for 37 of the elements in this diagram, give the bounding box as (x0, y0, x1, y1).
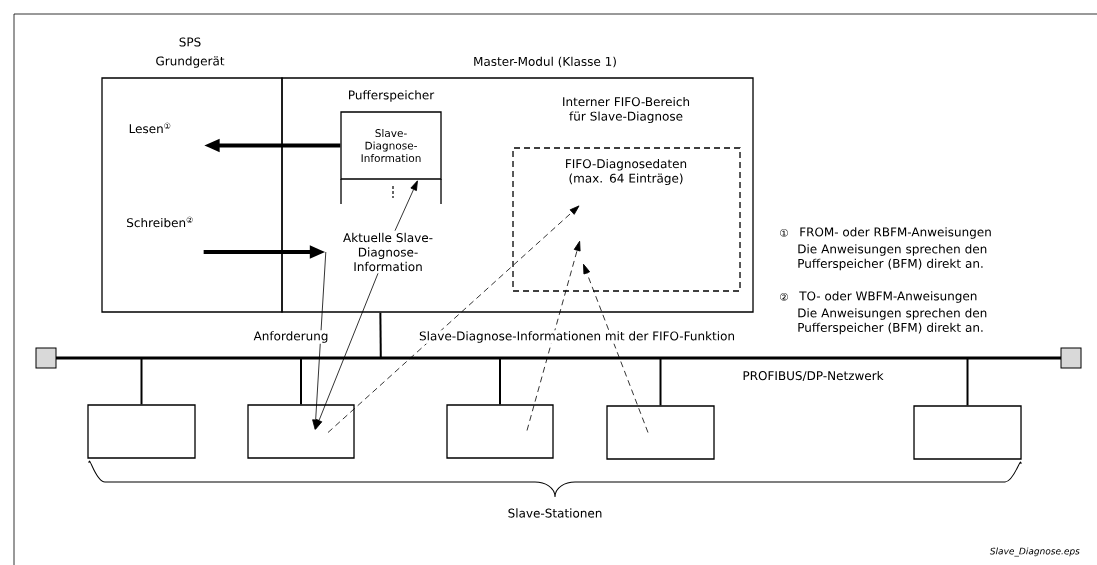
heading: Interner FIFO-Bereich für Slave-Diagnose (563, 96, 690, 124)
group-label: Slave-Stationen (508, 508, 602, 518)
connector-line (499, 357, 501, 406)
note-text: Die Anweisungen sprechen den Pufferspeicher (BFM) direkt an. (798, 244, 987, 271)
arrow (394, 180, 418, 232)
connector-line (659, 357, 662, 407)
connector-line (379, 311, 382, 359)
slave-box (247, 404, 355, 459)
note-heading: TO- oder WBFM-Anweisungen (799, 291, 977, 303)
slave-box (87, 404, 196, 459)
arrow (327, 205, 580, 433)
heading: Grundgerät (156, 56, 225, 68)
heading: Pufferspeicher (349, 90, 435, 102)
slave-box (606, 405, 715, 460)
note-text: Die Anweisungen sprechen den Pufferspeicher (BFM) direkt an. (798, 308, 987, 335)
buffer-memory-box: Slave-Diagnose-Information (340, 111, 442, 205)
info-text: Aktuelle Slave-Diagnose-Information (343, 232, 433, 272)
connector-line (300, 357, 302, 406)
heading: SPS (179, 37, 201, 47)
fifo-area-box: FIFO-Diagnosedaten (max. 64 Einträge) (512, 147, 741, 292)
slave-box (913, 405, 1022, 460)
network-label: PROFIBUS/DP-Netzwerk (743, 370, 884, 382)
file-name: Slave_Diagnose.eps (989, 547, 1080, 557)
heading: Master-Modul (Klasse 1) (474, 56, 616, 68)
slave-box (446, 404, 554, 459)
arrow (583, 263, 649, 433)
connector-line (966, 357, 969, 407)
label-number: ② (780, 293, 788, 301)
edge-label: Schreiben$^{②}$ (125, 215, 195, 229)
flow-label: Slave-Diagnose-Informationen mit der FIFO-Funktion (418, 330, 736, 344)
connector-line (140, 357, 143, 406)
edge-label: Lesen$^{①}$ (127, 121, 173, 135)
label-number: ① (780, 229, 788, 237)
arrow (315, 272, 379, 430)
note-heading: FROM- oder RBFM-Anweisungen (800, 227, 991, 239)
edge-label: Anforderung (252, 330, 330, 344)
arrow (526, 240, 581, 431)
